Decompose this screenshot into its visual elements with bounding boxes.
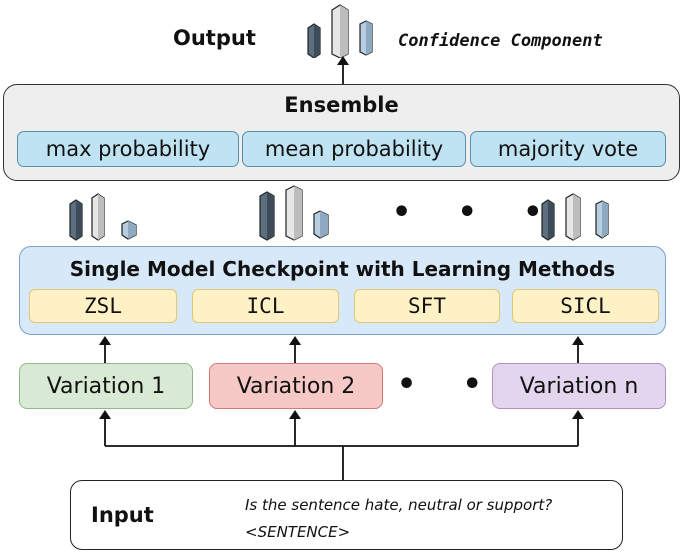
variation-n: Variation n (492, 363, 666, 409)
input-sentence-placeholder: <SENTENCE> (245, 523, 351, 541)
method-icl: ICL (192, 289, 339, 323)
method-majority-vote: majority vote (470, 131, 666, 167)
output-label: Output (173, 26, 256, 50)
input-question: Is the sentence hate, neutral or support… (245, 496, 553, 514)
arrow-ensemble-to-output (337, 56, 349, 85)
method-zsl: ZSL (29, 289, 177, 323)
input-box: Input Is the sentence hate, neutral or s… (70, 480, 623, 550)
variation-1: Variation 1 (19, 363, 193, 409)
confidence-component-label: Confidence Component (398, 31, 603, 51)
arrows-variations-to-model (99, 336, 584, 364)
method-max-probability: max probability (17, 131, 239, 167)
single-model-title: Single Model Checkpoint with Learning Me… (69, 257, 616, 281)
arrows-input-to-variations (99, 410, 584, 480)
single-model-box: Single Model Checkpoint with Learning Me… (19, 246, 666, 335)
bar-chart-icon (307, 4, 373, 58)
bar-chart-icon-1 (69, 193, 137, 241)
bar-chart-icon-2 (259, 185, 329, 241)
bar-chart-icon-n (541, 193, 609, 241)
output-confidence-icon (307, 4, 373, 58)
ellipsis-top: • • • (392, 195, 561, 230)
method-sicl: SICL (512, 289, 659, 323)
ensemble-box: Ensemble max probability mean probabilit… (3, 84, 680, 181)
variation-2: Variation 2 (209, 363, 383, 409)
input-label: Input (91, 503, 154, 527)
method-mean-probability: mean probability (242, 131, 466, 167)
ensemble-title: Ensemble (284, 93, 399, 117)
method-sft: SFT (354, 289, 500, 323)
